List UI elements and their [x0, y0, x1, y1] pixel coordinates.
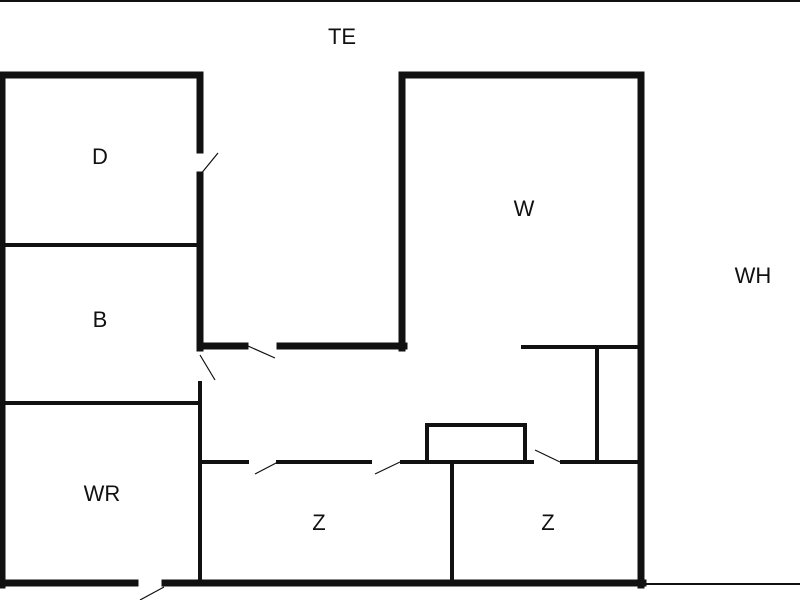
door-entrance-swing — [139, 586, 165, 600]
room-label-te: TE — [328, 24, 356, 49]
door-b-swing — [199, 354, 216, 381]
room-label-z-left: Z — [312, 510, 325, 535]
room-label-wr: WR — [84, 481, 121, 506]
door-d-swing — [199, 152, 219, 176]
room-label-wh: WH — [735, 263, 772, 288]
door-z-right-swing — [534, 449, 561, 463]
door-z-left-a-swing — [254, 461, 279, 475]
door-z-left-b-swing — [374, 461, 401, 475]
room-label-w: W — [514, 196, 535, 221]
closet-box — [425, 423, 527, 464]
room-label-d: D — [92, 144, 108, 169]
room-label-z-right: Z — [541, 510, 554, 535]
room-label-b: B — [93, 307, 108, 332]
door-courtyard-swing — [247, 345, 276, 359]
